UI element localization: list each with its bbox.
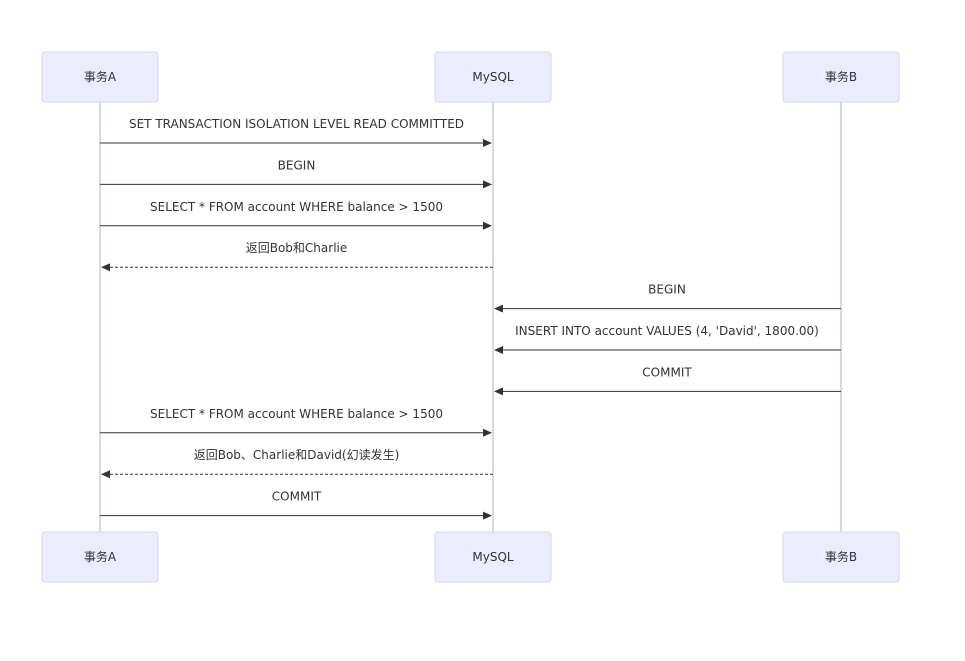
arrowhead-icon [483, 139, 492, 147]
message-5: BEGIN [494, 283, 841, 313]
arrowhead-icon [494, 346, 503, 354]
actors-top: 事务A MySQL 事务B [41, 51, 900, 103]
actor-box [41, 531, 159, 583]
actor-box [782, 51, 900, 103]
actor-top-b: 事务B [782, 51, 900, 103]
arrowhead-icon [101, 470, 110, 479]
actor-bottom-b: 事务B [782, 531, 900, 583]
message-label: SET TRANSACTION ISOLATION LEVEL READ COM… [129, 117, 464, 131]
message-label: INSERT INTO account VALUES (4, 'David', … [515, 324, 819, 338]
actor-label: 事务A [84, 549, 117, 564]
actors-bottom: 事务A MySQL 事务B [41, 531, 900, 583]
arrowhead-icon [101, 263, 110, 272]
message-4: 返回Bob和Charlie [101, 241, 493, 272]
actor-label: MySQL [472, 70, 514, 84]
actor-bottom-a: 事务A [41, 531, 159, 583]
actor-top-m: MySQL [434, 51, 552, 103]
arrowhead-icon [494, 304, 503, 313]
actor-box [41, 51, 159, 103]
arrowhead-icon [483, 180, 492, 189]
message-label: COMMIT [272, 490, 322, 504]
arrowhead-icon [483, 511, 492, 520]
actor-label: 事务A [84, 69, 117, 84]
actor-bottom-m: MySQL [434, 531, 552, 583]
arrowhead-icon [483, 428, 492, 437]
actor-label: MySQL [472, 550, 514, 564]
actor-box [782, 531, 900, 583]
message-7: COMMIT [494, 365, 841, 396]
arrowhead-icon [483, 221, 492, 230]
message-label: SELECT * FROM account WHERE balance > 15… [150, 200, 443, 214]
message-1: SET TRANSACTION ISOLATION LEVEL READ COM… [100, 117, 492, 147]
message-10: COMMIT [100, 490, 492, 520]
arrowhead-icon [494, 387, 503, 396]
message-label: 返回Bob、Charlie和David(幻读发生) [194, 447, 400, 462]
actor-top-a: 事务A [41, 51, 159, 103]
actor-box [434, 531, 552, 583]
messages: SET TRANSACTION ISOLATION LEVEL READ COM… [100, 117, 841, 520]
message-label: BEGIN [278, 158, 316, 172]
message-label: BEGIN [648, 283, 686, 297]
message-label: 返回Bob和Charlie [246, 241, 348, 255]
message-label: COMMIT [642, 365, 692, 379]
message-2: BEGIN [100, 158, 492, 189]
message-label: SELECT * FROM account WHERE balance > 15… [150, 407, 443, 421]
message-6: INSERT INTO account VALUES (4, 'David', … [494, 324, 841, 354]
actor-label: 事务B [825, 69, 857, 84]
actor-box [434, 51, 552, 103]
message-8: SELECT * FROM account WHERE balance > 15… [100, 407, 492, 437]
message-9: 返回Bob、Charlie和David(幻读发生) [101, 447, 493, 479]
message-3: SELECT * FROM account WHERE balance > 15… [100, 200, 492, 230]
lifelines [99, 102, 842, 532]
actor-label: 事务B [825, 549, 857, 564]
